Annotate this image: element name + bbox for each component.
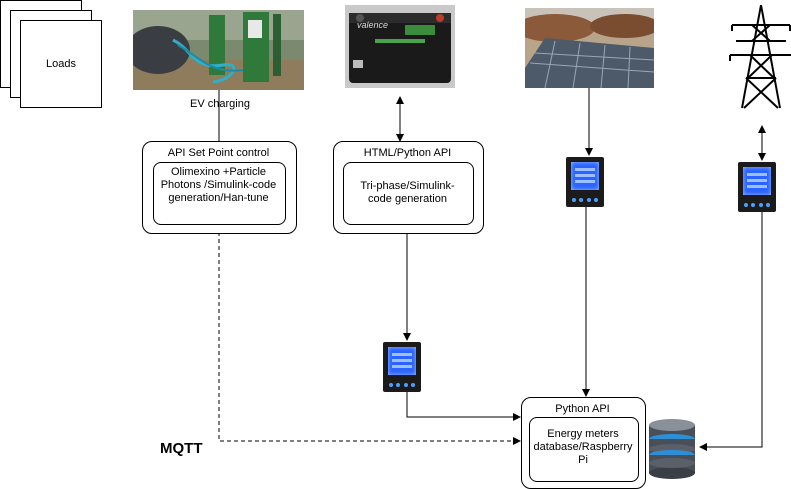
loads-card-front: Loads [20, 20, 102, 108]
loads-label: Loads [46, 58, 76, 70]
api-setpoint-title: API Set Point control [167, 147, 270, 159]
ev-charging-caption: EV charging [190, 98, 250, 110]
solar-panel-photo [525, 8, 654, 88]
transmission-tower-icon [728, 3, 791, 110]
energy-meter-icon [566, 157, 604, 207]
python-api-inner-box [529, 417, 639, 482]
api-setpoint-inner-text: Olimexino +Particle Photons /Simulink-co… [160, 166, 277, 204]
html-python-api-inner-text: Tri-phase/Simulink-code generation [360, 180, 455, 205]
ev-charging-photo [133, 10, 304, 90]
mqtt-dashed-line [218, 232, 521, 445]
battery-photo: valence [345, 5, 455, 88]
python-api-title: Python API [555, 403, 610, 415]
html-python-api-inner-box [343, 162, 474, 225]
database-icon [646, 417, 698, 479]
api-setpoint-inner-box [153, 162, 286, 225]
html-python-api-title: HTML/Python API [363, 147, 452, 159]
energy-meter-icon [738, 162, 776, 212]
battery-brand-text: valence [357, 20, 389, 30]
energy-meter-icon [383, 342, 421, 392]
mqtt-label: MQTT [160, 440, 203, 457]
grid-meter-to-database-line [699, 212, 763, 451]
python-api-inner-text: Energy meters database/Raspberry Pi [533, 428, 633, 466]
meter-to-python-api-line [406, 392, 521, 421]
